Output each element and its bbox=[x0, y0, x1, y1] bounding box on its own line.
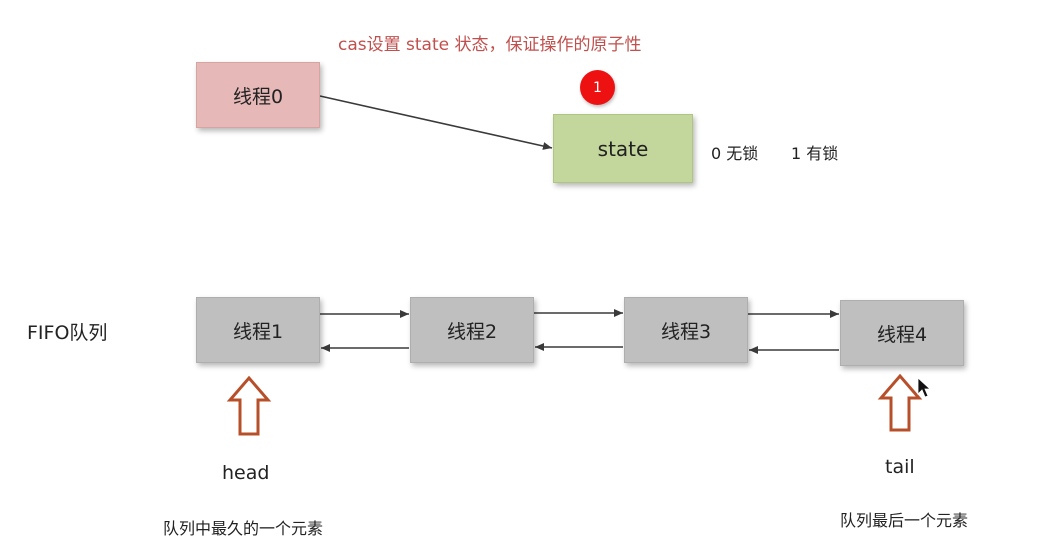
fifo-queue-title: FIFO队列 bbox=[27, 322, 108, 344]
queue-node-4: 线程4 bbox=[840, 300, 964, 366]
head-label: head bbox=[222, 462, 270, 484]
state-legend-unlocked: 0 无锁 bbox=[711, 144, 759, 163]
head-pointer-arrow bbox=[226, 375, 272, 436]
queue-node-label: 线程3 bbox=[660, 320, 712, 343]
state-legend-locked: 1 有锁 bbox=[791, 144, 839, 163]
state-label: state bbox=[597, 136, 649, 161]
tail-pointer-arrow bbox=[877, 373, 923, 432]
queue-node-label: 线程1 bbox=[232, 320, 284, 343]
step-badge-number: 1 bbox=[593, 79, 602, 96]
thread0-to-state-arrow bbox=[319, 95, 553, 150]
state-node: state bbox=[553, 114, 693, 183]
queue-node-1: 线程1 bbox=[196, 297, 320, 363]
queue-node-label: 线程4 bbox=[876, 323, 928, 346]
head-description: 队列中最久的一个元素 bbox=[163, 519, 324, 538]
mouse-cursor-icon bbox=[917, 377, 932, 398]
tail-label: tail bbox=[885, 456, 915, 478]
cas-note: cas设置 state 状态，保证操作的原子性 bbox=[338, 35, 642, 55]
queue-node-3: 线程3 bbox=[624, 297, 748, 363]
queue-node-label: 线程2 bbox=[446, 320, 498, 343]
tail-description: 队列最后一个元素 bbox=[840, 511, 969, 530]
thread0-node: 线程0 bbox=[196, 62, 320, 128]
step-badge: 1 bbox=[580, 70, 615, 105]
queue-node-2: 线程2 bbox=[410, 297, 534, 363]
thread0-label: 线程0 bbox=[232, 85, 284, 108]
